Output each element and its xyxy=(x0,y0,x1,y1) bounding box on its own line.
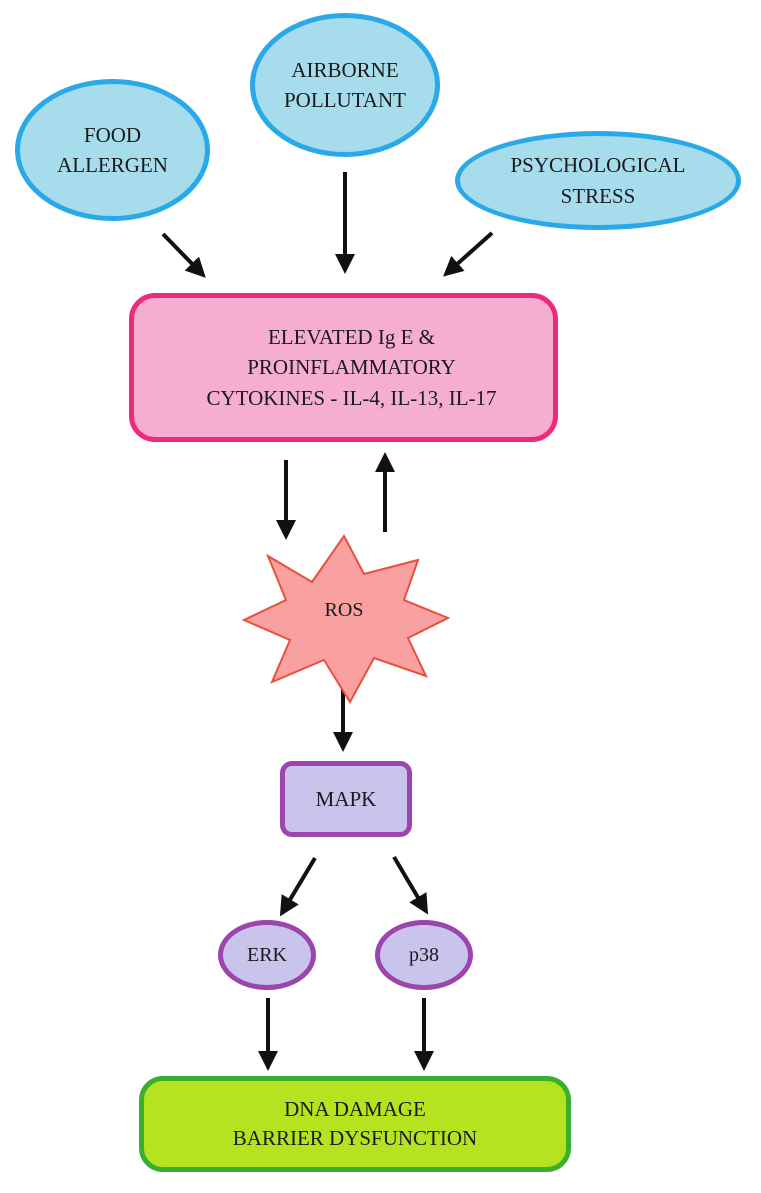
arrow-mapk-to-p38 xyxy=(392,855,429,915)
ros-label: ROS xyxy=(324,598,364,621)
food-allergen-label: FOOD ALLERGEN xyxy=(57,122,168,177)
psychological-stress-label: PSYCHOLOGICAL STRESS xyxy=(510,153,686,208)
erk-node: ERK xyxy=(218,920,316,990)
elevated-ige-cytokines-label: ELEVATED Ig E & PROINFLAMMATORY CYTOKINE… xyxy=(206,324,497,410)
mapk-label: MAPK xyxy=(315,786,377,811)
ros-starburst-shape xyxy=(241,534,450,704)
airborne-pollutant-node: AIRBORNE POLLUTANT xyxy=(250,13,440,157)
dna-damage-node: DNA DAMAGE BARRIER DYSFUNCTION xyxy=(139,1076,571,1172)
mapk-node: MAPK xyxy=(280,761,412,837)
p38-node: p38 xyxy=(375,920,473,990)
elevated-ige-cytokines-node: ELEVATED Ig E & PROINFLAMMATORY CYTOKINE… xyxy=(129,293,558,442)
erk-label: ERK xyxy=(247,943,287,966)
arrow-mapk-to-erk xyxy=(279,856,317,917)
arrow-food-to-elevated xyxy=(161,232,206,278)
dna-damage-label: DNA DAMAGE BARRIER DYSFUNCTION xyxy=(232,1096,478,1150)
airborne-pollutant-label: AIRBORNE POLLUTANT xyxy=(284,57,406,112)
ros-starburst xyxy=(241,534,450,704)
p38-label: p38 xyxy=(409,943,439,966)
psychological-stress-node: PSYCHOLOGICAL STRESS xyxy=(455,131,741,230)
food-allergen-node: FOOD ALLERGEN xyxy=(15,79,210,221)
arrow-stress-to-elevated xyxy=(443,231,494,277)
